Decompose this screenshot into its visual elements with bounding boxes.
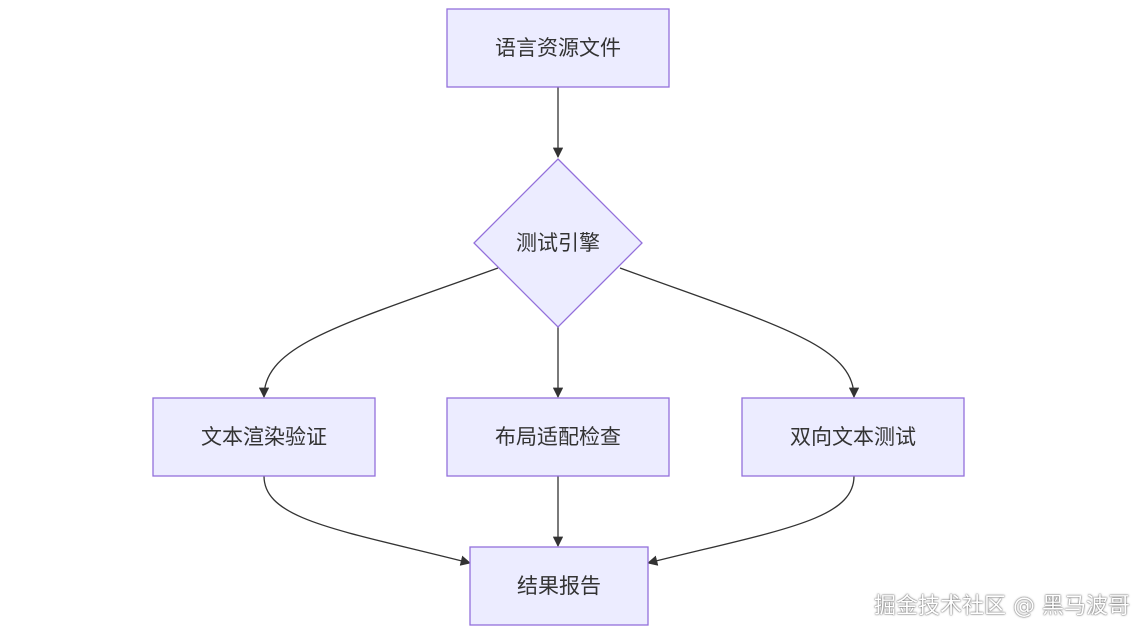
node-layout-label: 布局适配检查 <box>495 425 621 449</box>
edge-engine-render <box>258 267 499 399</box>
node-layout: 布局适配检查 <box>446 397 670 477</box>
node-report: 结果报告 <box>469 546 649 626</box>
node-render-label: 文本渲染验证 <box>201 425 327 449</box>
watermark: 掘金技术社区 @ 黑马波哥 <box>874 594 1130 619</box>
node-source-label: 语言资源文件 <box>495 36 621 60</box>
edge-engine-bidi <box>619 267 860 399</box>
edge-render-report <box>263 475 472 566</box>
node-source: 语言资源文件 <box>446 8 670 88</box>
node-render: 文本渲染验证 <box>152 397 376 477</box>
node-engine: 测试引擎 <box>473 158 643 328</box>
node-engine-label: 测试引擎 <box>516 231 600 255</box>
edges <box>258 87 860 566</box>
node-bidi: 双向文本测试 <box>741 397 965 477</box>
node-bidi-label: 双向文本测试 <box>790 425 916 449</box>
node-report-label: 结果报告 <box>517 574 601 598</box>
edge-bidi-report <box>646 475 855 566</box>
